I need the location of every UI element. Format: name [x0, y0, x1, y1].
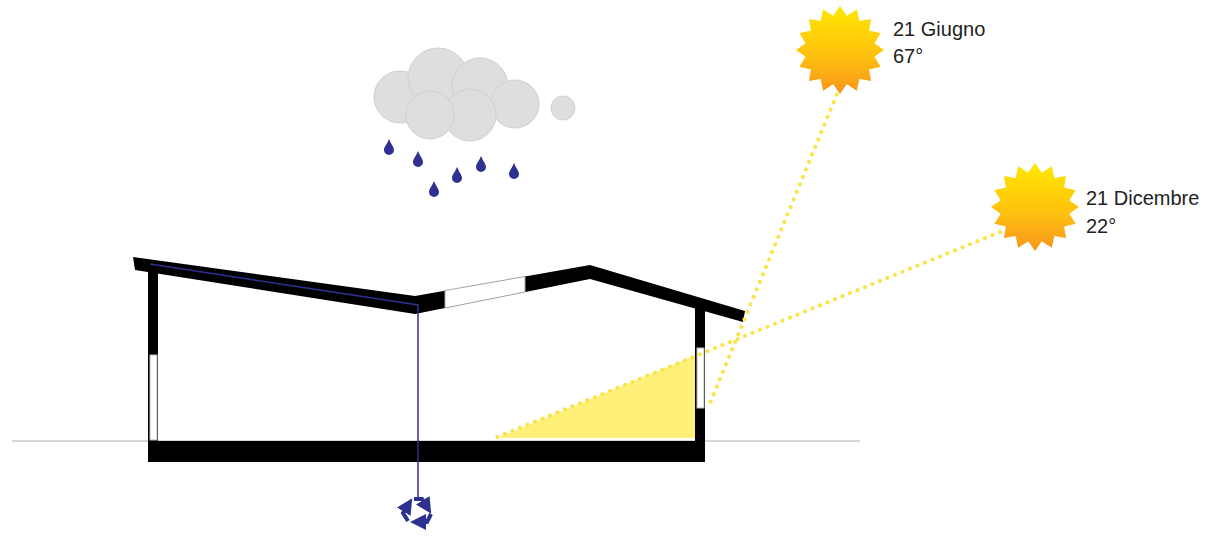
winter-sun: [991, 163, 1079, 251]
rain-cloud: [406, 91, 454, 139]
left-wall: [148, 262, 158, 442]
recycle-symbol: [418, 514, 431, 522]
rain-cloud: [491, 80, 539, 128]
sun-date-label: 21 Giugno: [893, 18, 985, 40]
raindrop: [509, 163, 519, 179]
left-window: [150, 355, 157, 440]
recycle-symbol: [414, 499, 427, 507]
winter-sun-ray: [497, 232, 1000, 437]
raindrop: [384, 139, 394, 155]
sun-date-label: 21 Dicembre: [1086, 187, 1199, 209]
recycle-symbol: [403, 499, 431, 522]
raindrop: [476, 156, 486, 172]
skylight: [445, 277, 525, 309]
floor-slab: [148, 441, 705, 462]
sun-date-label: 22°: [1086, 215, 1116, 237]
raindrops: [384, 139, 519, 197]
raindrop: [429, 181, 439, 197]
summer-sun-ray: [708, 72, 846, 408]
rain-cloud: [551, 96, 575, 120]
summer-sun: [796, 6, 884, 94]
sun-date-label: 67°: [893, 45, 923, 67]
raindrop: [452, 167, 462, 183]
recycle-symbol: [403, 505, 408, 521]
rain-cloud: [374, 48, 575, 141]
right-window: [697, 348, 704, 408]
rainwater-pipe: [150, 264, 418, 498]
raindrop: [413, 151, 423, 167]
roof: [133, 257, 745, 322]
right-wall: [695, 305, 705, 442]
